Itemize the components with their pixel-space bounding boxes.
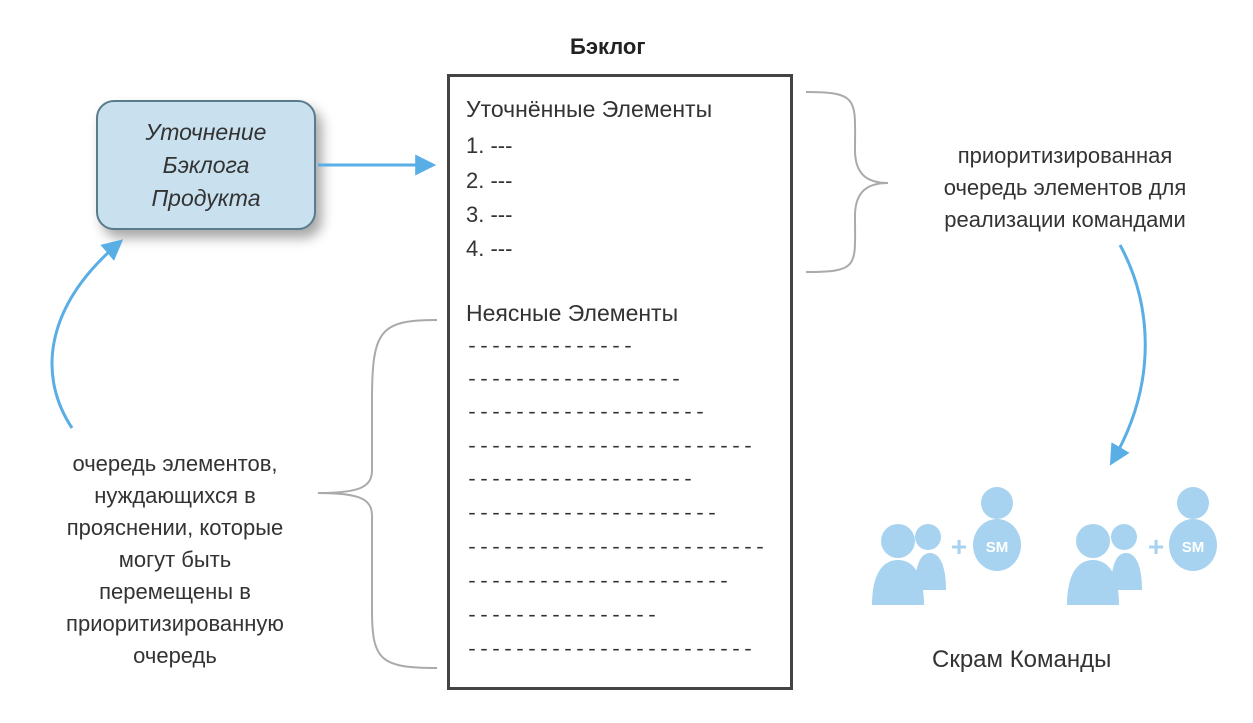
refined-items-heading: Уточнённые Элементы xyxy=(466,96,713,122)
scrum-team-icon: + SM xyxy=(872,487,1021,605)
note-line: приоритизированную xyxy=(66,611,284,636)
scrum-master-head xyxy=(1177,487,1209,519)
unclear-item: ------------------- xyxy=(466,469,695,492)
unclear-item: ------------------------ xyxy=(466,436,755,459)
unclear-item: -------------- xyxy=(466,336,635,359)
note-line: могут быть xyxy=(118,547,232,572)
note-line: очередь xyxy=(133,643,217,668)
unclear-queue-note: очередь элементов, нуждающихся в проясне… xyxy=(10,448,340,672)
unclear-brace xyxy=(317,319,438,669)
svg-text:SM: SM xyxy=(986,539,1009,556)
backlog-box xyxy=(447,74,793,690)
backlog-refinement-box: Уточнение Бэклога Продукта xyxy=(96,100,316,230)
note-line: перемещены в xyxy=(99,579,251,604)
note-line: реализации командами xyxy=(944,207,1186,232)
scrum-master-badge xyxy=(973,519,1021,571)
plus-icon: + xyxy=(1148,531,1164,562)
note-line: нуждающихся в xyxy=(94,483,256,508)
svg-text:SM: SM xyxy=(1182,539,1205,556)
unclear-item: ---------------------- xyxy=(466,571,731,594)
prioritized-queue-note: приоритизированная очередь элементов для… xyxy=(880,140,1250,236)
unclear-items-heading: Неясные Элементы xyxy=(466,300,679,326)
unclear-item: ------------------------- xyxy=(466,537,767,560)
refinement-line: Уточнение xyxy=(145,118,267,145)
person-icon xyxy=(881,524,915,558)
unclear-item: ------------------ xyxy=(466,369,683,392)
plus-icon: + xyxy=(951,531,967,562)
refined-item: 4. --- xyxy=(466,236,513,261)
unclear-item: ---------------- xyxy=(466,605,659,628)
arrow-to-refinement xyxy=(50,239,124,429)
note-line: приоритизированная xyxy=(957,143,1173,168)
backlog-title: Бэклог xyxy=(570,34,646,59)
scrum-master-head xyxy=(981,487,1013,519)
arrow-to-teams xyxy=(1109,244,1147,466)
scrum-master-badge xyxy=(1169,519,1217,571)
person-icon xyxy=(1076,524,1110,558)
refinement-line: Бэклога xyxy=(162,151,250,178)
unclear-item: -------------------- xyxy=(466,402,707,425)
refinement-line: Продукта xyxy=(151,184,261,211)
refined-item: 2. --- xyxy=(466,168,513,193)
scrum-team-icon: + SM xyxy=(1067,487,1217,605)
unclear-item: ------------------------ xyxy=(466,639,755,662)
person-icon xyxy=(1111,524,1137,550)
unclear-item: --------------------- xyxy=(466,503,719,526)
person-icon xyxy=(915,524,941,550)
prioritized-brace xyxy=(805,91,889,273)
refined-item: 1. --- xyxy=(466,133,513,158)
note-line: очередь элементов, xyxy=(72,451,278,476)
scrum-teams-label: Скрам Команды xyxy=(932,646,1112,673)
refined-item: 3. --- xyxy=(466,202,513,227)
note-line: прояснении, которые xyxy=(66,515,284,540)
note-line: очередь элементов для xyxy=(943,175,1187,200)
